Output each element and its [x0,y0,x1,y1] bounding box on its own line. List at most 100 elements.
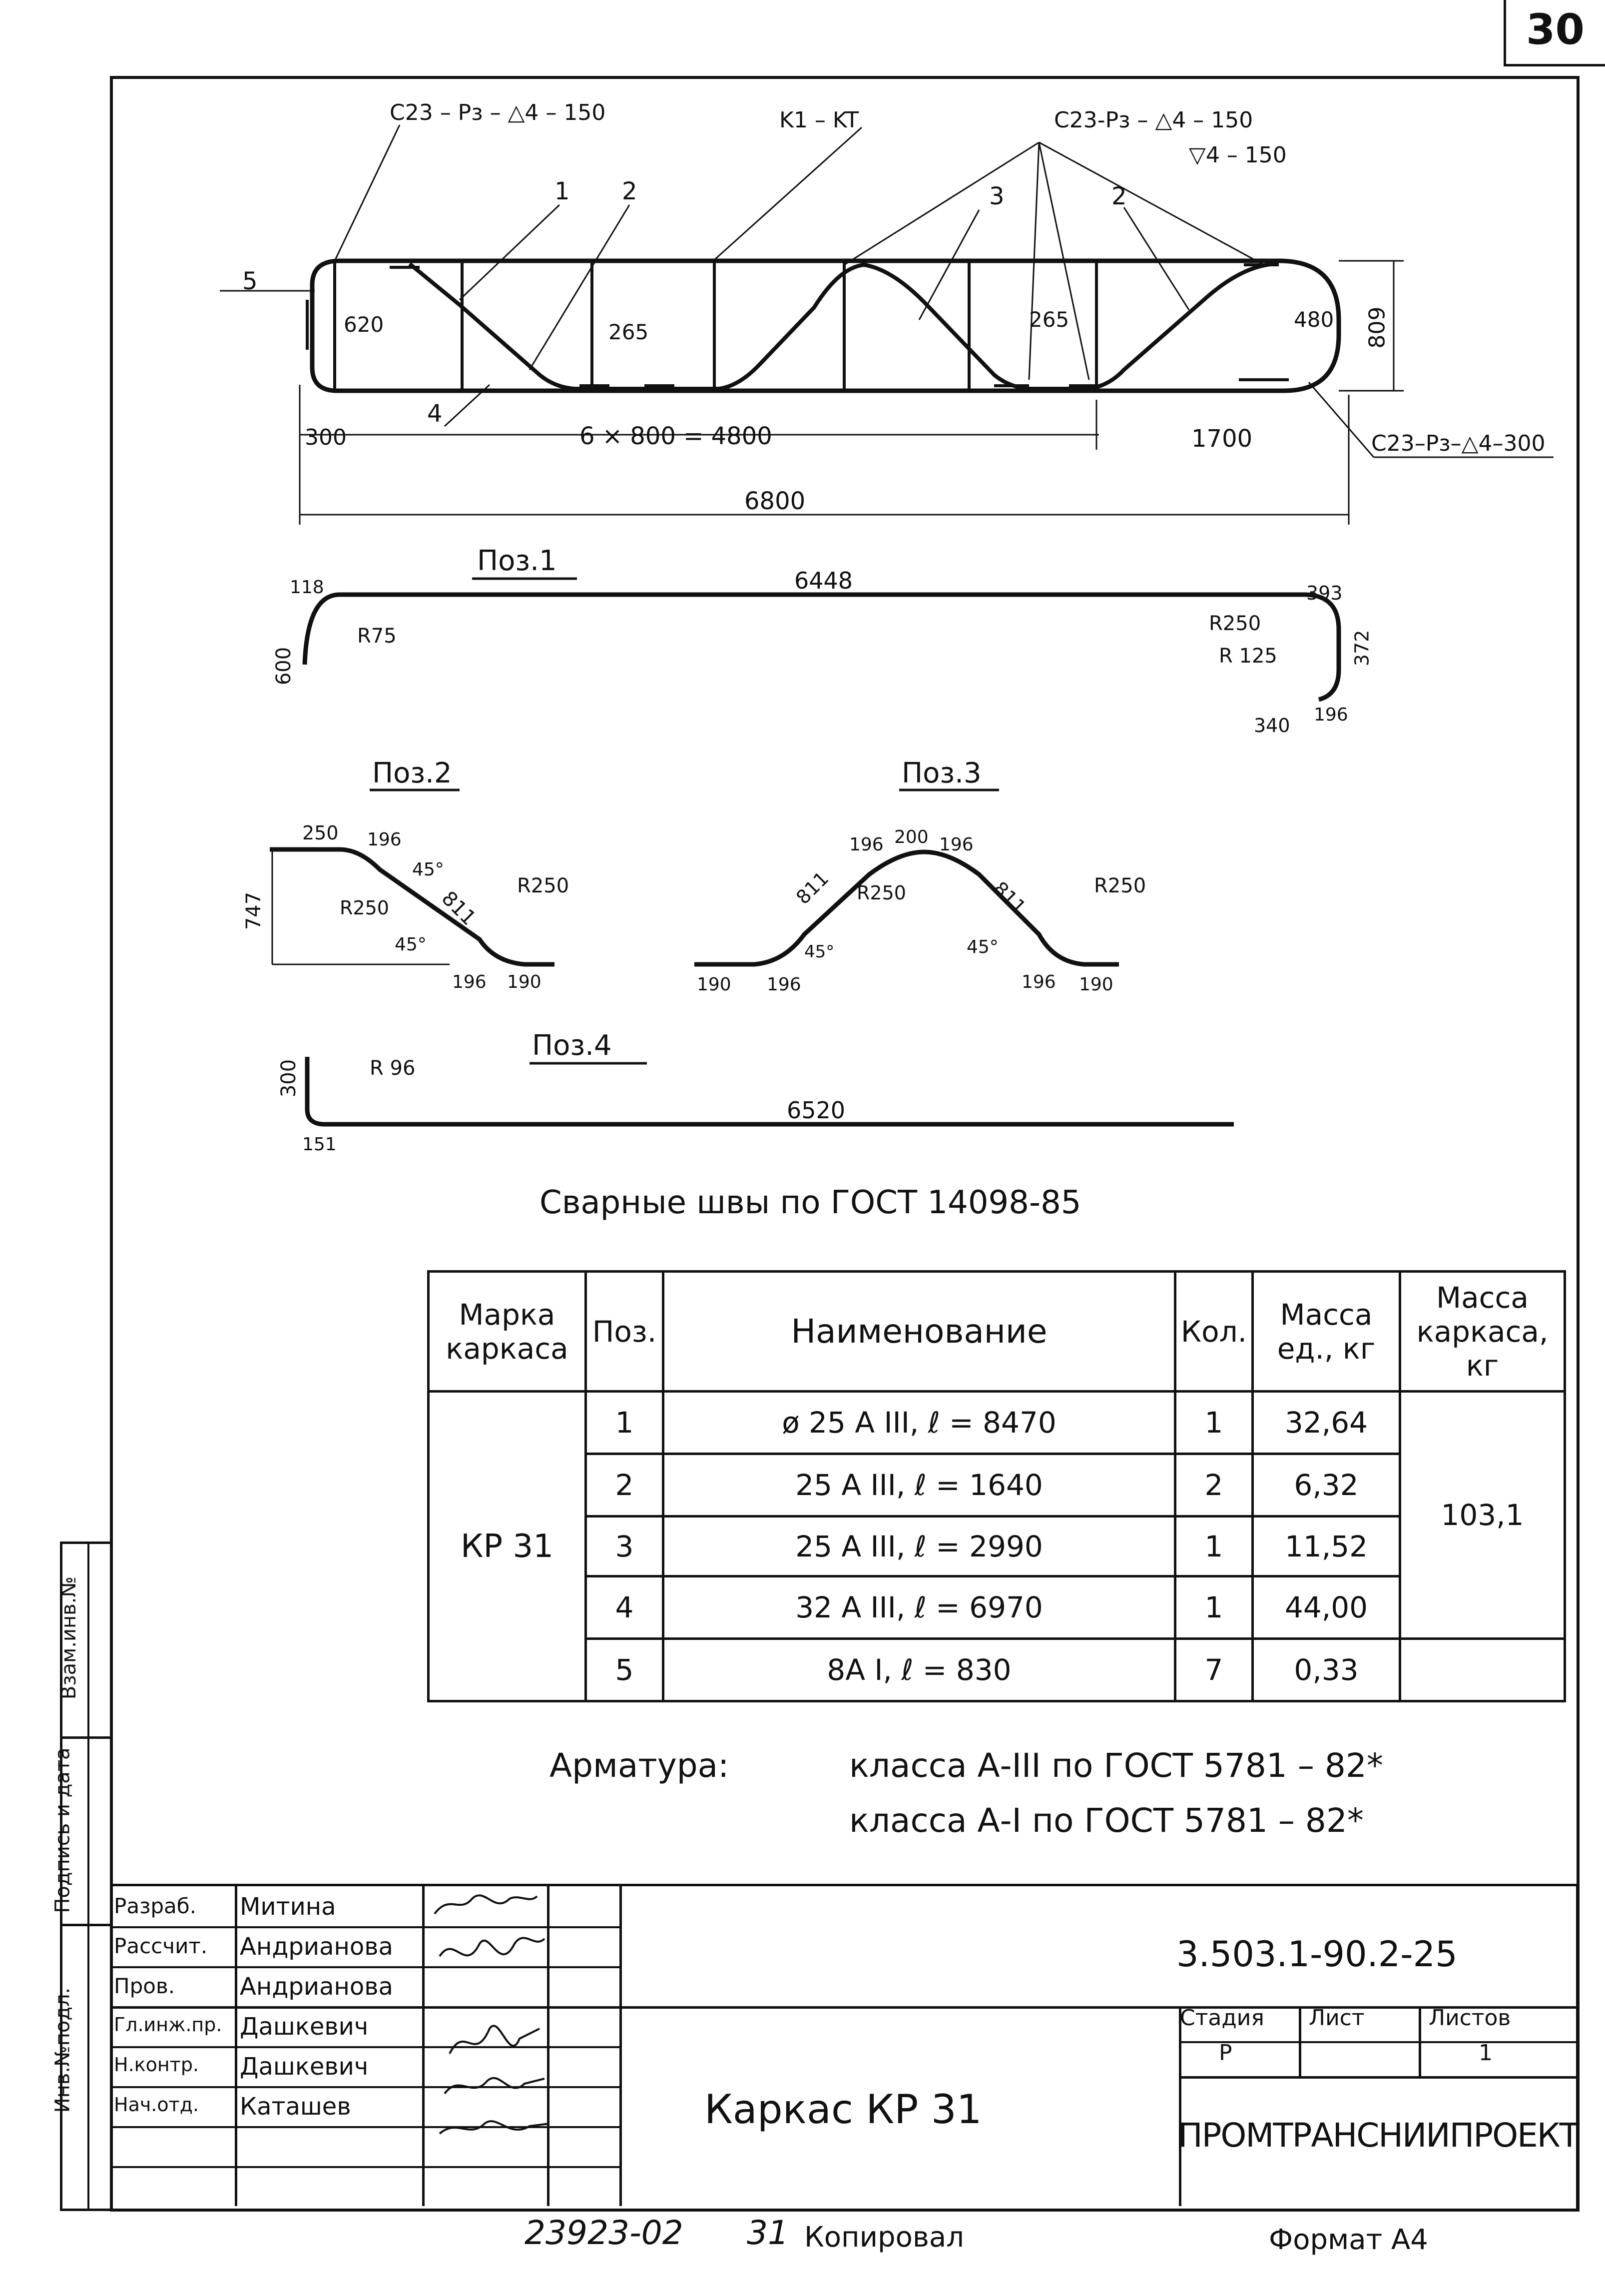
footer-number: 23923-02 [525,2214,683,2252]
poz1-length: 6448 [794,567,853,594]
sheet-number-box [1504,0,1605,66]
poz2-250: 250 [302,822,339,844]
tb-name-5: Дашкевич [240,2053,369,2081]
tb-role-6: Нач.отд. [114,2094,199,2116]
frame-elevation [310,258,1341,393]
poz4-bar [305,1057,1234,1127]
posts [333,261,1098,391]
cell-name-1: ø 25 А III, ℓ = 8470 [662,1390,1176,1455]
poz4-151: 151 [302,1134,337,1155]
tb-code: 3.503.1-90.2-25 [1176,1934,1458,1975]
poz2-196b: 196 [452,972,487,992]
cell-name-5: 8А I, ℓ = 830 [662,1637,1176,1702]
poz3-190b: 190 [1079,974,1113,995]
signature-3 [449,2025,540,2054]
signature-4 [444,2077,545,2095]
cell-poz-4: 4 [584,1575,664,1640]
cell-qty-1: 1 [1174,1390,1254,1455]
footer-format: Формат А4 [1269,2224,1428,2256]
tb-role-2: Рассчит. [114,1934,208,1958]
tb-sheet-label: Лист [1309,2005,1365,2031]
cell-poz-3: 3 [584,1515,664,1577]
dim-6x800: 6 × 800 = 4800 [579,422,772,450]
header-name: Наименование [662,1270,1176,1393]
tb-name-1: Митина [240,1893,336,1921]
title-block [110,1884,1579,2211]
poz3-196a: 196 [849,834,884,855]
poz2-bar [270,847,554,967]
cell-qty-2: 2 [1174,1453,1254,1518]
tb-name-4: Дашкевич [240,2013,369,2041]
poz3-196c: 196 [767,974,801,995]
armatura-label: Арматура: [549,1746,729,1785]
header-poz: Поз. [584,1270,664,1393]
cell-mass-5: 0,33 [1251,1637,1401,1702]
poz3-bar [694,849,1119,967]
cell-poz-2: 2 [584,1453,664,1518]
cell-mark: КР 31 [427,1390,587,1702]
cell-qty-5: 7 [1174,1637,1254,1702]
callout-k1: K1 – KT [779,107,859,133]
callout-weld-right-top: C23-Pз – △4 – 150 [1054,107,1253,133]
poz3-196b: 196 [939,834,974,855]
poz1-196: 196 [1314,705,1348,725]
dim-265b: 265 [1029,307,1070,332]
poz4-title: Поз.4 [532,1029,612,1062]
cell-mass-1: 32,64 [1251,1390,1401,1455]
dim-300: 300 [305,425,347,450]
poz2-45b: 45° [395,934,427,955]
pos-label-1: 1 [554,177,570,205]
tb-sheets-label: Листов [1429,2005,1511,2031]
tb-stage: Р [1219,2040,1232,2066]
poz2-196a: 196 [367,829,402,850]
poz2-title: Поз.2 [372,757,452,789]
poz3-190a: 190 [697,974,731,995]
spec-table: Марка каркаса Поз. Наименование Кол. Мас… [427,1270,1566,1702]
cell-poz-5: 5 [584,1637,664,1702]
tb-stage-label: Стадия [1180,2005,1264,2031]
pos-label-3: 3 [989,182,1005,210]
callout-weld-right-bottom: ▽4 – 150 [1189,142,1287,168]
tb-role-5: Н.контр. [114,2054,199,2076]
poz4-r96: R 96 [370,1057,416,1080]
poz1-118: 118 [290,577,324,598]
cell-name-3: 25 А III, ℓ = 2990 [662,1515,1176,1577]
poz3-r250b: R250 [1094,874,1146,897]
poz1-r125: R 125 [1219,645,1277,668]
tb-role-1: Разраб. [114,1894,197,1918]
signature-1 [434,1894,538,1915]
poz3-title: Поз.3 [902,757,982,789]
cell-qty-3: 1 [1174,1515,1254,1577]
cell-mass-total: 103,1 [1399,1390,1566,1640]
header-mass-frame: Масса каркаса, кг [1399,1270,1566,1393]
signature-2 [439,1937,545,1957]
poz4-length: 6520 [787,1097,846,1124]
cell-poz-1: 1 [584,1390,664,1455]
cell-mass-3: 11,52 [1251,1515,1401,1577]
side-stamp [60,1541,112,2211]
cell-mass-2: 6,32 [1251,1453,1401,1518]
tb-role-3: Пров. [114,1974,175,1998]
tb-name-3: Андрианова [240,1973,393,2001]
dim-480: 480 [1294,307,1334,332]
pos-label-2: 2 [622,177,637,205]
poz1-r75: R75 [357,625,397,648]
weld-hatches [306,263,1289,387]
pos-label-5: 5 [242,267,258,295]
cell-mass-4: 44,00 [1251,1575,1401,1640]
elevation-dimensions [220,124,1554,525]
poz1-340: 340 [1254,715,1290,737]
header-mass-unit: Масса ед., кг [1251,1270,1401,1393]
poz2-45a: 45° [412,859,444,880]
pos-label-2b: 2 [1111,182,1127,210]
tb-name-6: Каташев [240,2093,351,2121]
footer-copied: Копировал [804,2221,964,2254]
poz2-r250a: R250 [340,897,389,919]
poz2-r250b: R250 [517,874,569,897]
poz1-393: 393 [1306,582,1343,604]
cell-mass-empty [1399,1637,1566,1702]
dim-6800: 6800 [744,487,806,515]
poz1-bar [302,592,1341,702]
header-mark: Марка каркаса [427,1270,587,1393]
